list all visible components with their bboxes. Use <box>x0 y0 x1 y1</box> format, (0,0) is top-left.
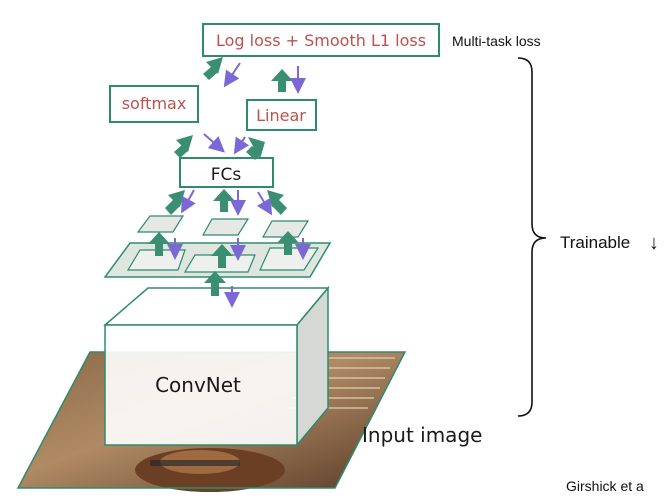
feature-map-plane <box>103 242 332 278</box>
green-arrow-icon <box>246 146 261 160</box>
trainable-label: Trainable <box>560 233 630 252</box>
linear-box <box>246 99 317 131</box>
fcs-box <box>179 157 274 188</box>
trainable-arrow-icon: ↓ <box>649 232 659 254</box>
softmax-box <box>109 85 199 123</box>
loss-box <box>202 23 440 57</box>
convnet-block <box>102 285 330 448</box>
backward-arrows <box>167 62 311 308</box>
input-image-label: Input image <box>362 423 482 447</box>
roi-pooled-features <box>136 215 310 238</box>
green-arrow-icon <box>278 80 286 92</box>
green-arrow-icon <box>155 243 163 256</box>
fcs-label: FCs <box>211 165 242 185</box>
green-arrow-icon <box>220 200 228 212</box>
trainable-brace <box>517 57 547 417</box>
purple-arrow-icon <box>256 191 273 216</box>
loss-label: Log loss + Smooth L1 loss <box>216 31 426 50</box>
green-arrow-icon <box>218 255 226 268</box>
purple-arrow-icon <box>223 62 241 88</box>
green-arrow-icon <box>284 242 292 255</box>
linear-label: Linear <box>256 106 306 125</box>
forward-arrows <box>148 57 299 296</box>
purple-arrow-icon <box>181 189 196 214</box>
citation: Girshick et a <box>566 478 644 494</box>
multitask-label: Multi-task loss <box>452 33 541 49</box>
purple-arrow-icon <box>203 133 225 153</box>
softmax-label: softmax <box>122 94 187 113</box>
convnet-label: ConvNet <box>155 373 241 397</box>
purple-arrow-icon <box>233 136 250 155</box>
green-arrow-icon <box>211 282 219 296</box>
